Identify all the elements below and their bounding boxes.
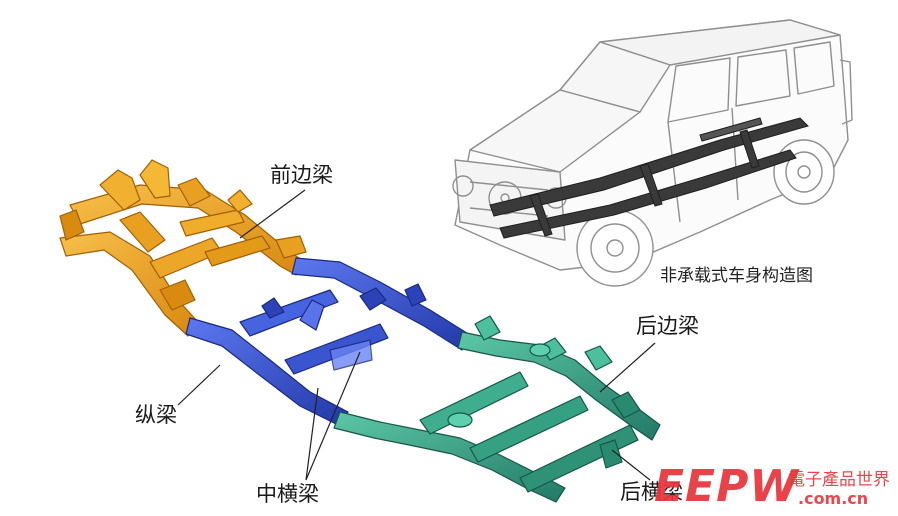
front-frame-section [59, 159, 307, 337]
label-front-side-beam: 前边梁 [270, 163, 333, 187]
eepw-watermark-logo: EEPW 電子產品世界 .com.cn [648, 457, 898, 516]
watermark-chinese: 電子產品世界 [788, 470, 890, 490]
watermark-domain: .com.cn [798, 489, 869, 508]
leader-rear-cross-beam [611, 449, 651, 481]
leader-middle-cross-beam-1 [305, 387, 319, 481]
middle-frame-section [185, 257, 471, 427]
leader-lines [177, 189, 656, 481]
leader-longitudinal-beam [177, 364, 221, 406]
car-chassis [489, 117, 809, 239]
watermark-brand: EEPW [654, 461, 799, 512]
leader-rear-side-beam [599, 342, 656, 393]
label-middle-cross-beam: 中横梁 [256, 482, 319, 506]
leader-middle-cross-beam-2 [305, 351, 361, 481]
label-longitudinal-beam: 纵梁 [135, 403, 177, 427]
label-rear-cross-beam: 后横梁 [620, 480, 683, 504]
leader-front-side-beam [239, 189, 306, 239]
diagram-caption: 非承载式车身构造图 [660, 266, 813, 286]
label-rear-side-beam: 后边梁 [636, 314, 699, 338]
rear-frame-section [333, 315, 661, 503]
